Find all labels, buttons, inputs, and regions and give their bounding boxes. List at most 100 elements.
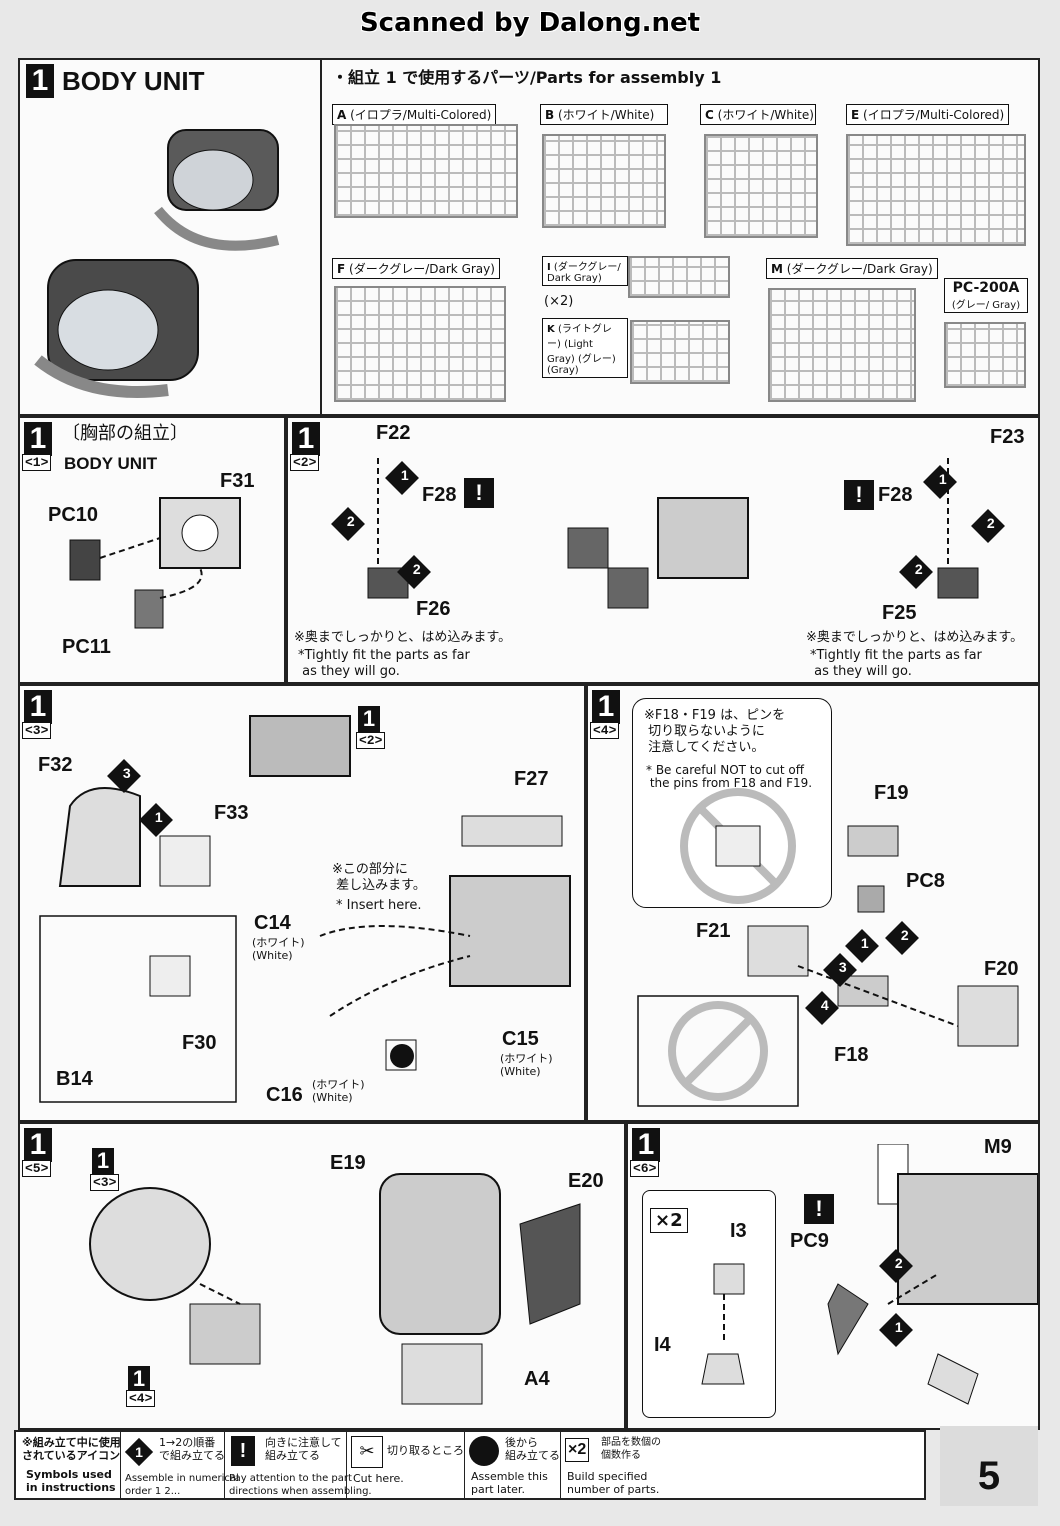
step-2-note-en-right: *Tightly fit the parts as far as they wi… [810, 648, 982, 679]
step-2-note-jp-right: ※奥までしっかりと、はめ込みます。 [806, 630, 1024, 645]
step-4-diagram [637, 788, 1019, 1107]
part-f28-right: F28 [878, 484, 913, 506]
step-1-diagram [69, 497, 241, 629]
step-1-title-jp: 〔胸部の組立〕 [62, 423, 188, 444]
runner-k [630, 320, 730, 384]
part-f28-left: F28 [422, 484, 457, 506]
runner-e-label: E (イロプラ/Multi-Colored) [846, 104, 1010, 125]
step-4-note-en: * Be careful NOT to cut off the pins fro… [646, 763, 813, 790]
step-3-num: 1 [24, 690, 52, 724]
step-4-sub: <4> [590, 722, 620, 739]
step-1: 1 <1> 〔胸部の組立〕 BODY UNIT F31 PC10 PC11 [18, 416, 286, 684]
part-f31: F31 [220, 470, 255, 492]
step-2-num: 1 [292, 422, 320, 456]
part-pc10: PC10 [48, 504, 99, 526]
step-1-title-en: BODY UNIT [64, 454, 158, 473]
attention-icon-pc9: ! [804, 1194, 834, 1224]
step-2-sub: <2> [290, 454, 320, 471]
caution-box [632, 698, 832, 908]
attention-icon-left: ! [464, 478, 494, 508]
runner-e [846, 134, 1026, 246]
ref-step-3-sub: <3> [90, 1174, 120, 1191]
order-icon: 1 [124, 1437, 154, 1467]
part-e19: E19 [330, 1152, 366, 1174]
ref-step-4: 1 [128, 1366, 150, 1392]
step-3-sub: <3> [22, 722, 52, 739]
c16-white: (ホワイト) (White) [312, 1078, 365, 1104]
section-number: 1 [26, 64, 54, 98]
step-2-note-jp-left: ※奥までしっかりと、はめ込みます。 [294, 630, 512, 645]
c14-white: (ホワイト) (White) [252, 936, 305, 962]
runner-pc-label: PC-200A(グレー/ Gray) [944, 278, 1028, 313]
runner-pc [944, 322, 1026, 388]
step-3: 1 <3> F32 F33 F27 F30 B14 C14 (ホワイト) (Wh… [18, 684, 586, 1122]
attention-icon-right: ! [844, 480, 874, 510]
runner-c [704, 134, 818, 238]
runner-a [334, 124, 518, 218]
part-f23: F23 [990, 426, 1025, 448]
runner-m-label: M (ダークグレー/Dark Gray) [766, 258, 938, 279]
step-4: 1 <4> ※F18・F19 は、ピンを 切り取らないように 注意してください。… [586, 684, 1040, 1122]
runner-i [628, 256, 730, 298]
legend-title-jp: ※組み立て中に使用 されているアイコン [22, 1436, 121, 1462]
step-2-diagram [367, 458, 979, 609]
part-f20: F20 [984, 958, 1019, 980]
part-i4: I4 [654, 1334, 671, 1356]
part-f22: F22 [376, 422, 411, 444]
times-two-badge: ×2 [650, 1208, 688, 1233]
part-f19: F19 [874, 782, 909, 804]
later-icon [469, 1436, 499, 1466]
part-m9: M9 [984, 1136, 1012, 1158]
part-c15: C15 [502, 1028, 539, 1050]
runner-a-label: A (イロプラ/Multi-Colored) [332, 104, 497, 125]
runner-b-label: B (ホワイト/White) [540, 104, 668, 125]
part-pc9: PC9 [790, 1230, 829, 1252]
ref-step-4-sub: <4> [126, 1390, 156, 1407]
legend-item-direction: ! 向きに注意して 組み立てる Pay attention to the par… [224, 1432, 372, 1498]
insert-note-jp: ※この部分に 差し込みます。 [332, 862, 426, 893]
parts-header: ・組立 1 で使用するパーツ/Parts for assembly 1 [332, 68, 722, 87]
part-c14: C14 [254, 912, 291, 934]
part-e20: E20 [568, 1170, 604, 1192]
ref-step-3: 1 [92, 1148, 114, 1174]
insert-note-en: * Insert here. [336, 898, 422, 913]
step-3-diagram [39, 715, 571, 1103]
step-2: 1 <2> F22 F28 ! F26 F23 ! F28 F25 ※奥までしっ… [286, 416, 1040, 684]
part-c16: C16 [266, 1084, 303, 1106]
cut-icon: ✂ [351, 1436, 383, 1468]
runner-c-label: C (ホワイト/White) [700, 104, 816, 125]
step-4-note-jp: ※F18・F19 は、ピンを 切り取らないように 注意してください。 [644, 708, 786, 755]
part-f25: F25 [882, 602, 917, 624]
part-pc11: PC11 [62, 636, 111, 658]
icon-legend: ※組み立て中に使用 されているアイコン Symbols used in inst… [14, 1430, 926, 1500]
part-f33: F33 [214, 802, 249, 824]
step-6-diagram [701, 1144, 1038, 1405]
legend-item-cut: ✂ 切り取るところ Cut here. [346, 1432, 465, 1498]
ref-step-2-sub: <2> [356, 732, 386, 749]
part-f26: F26 [416, 598, 451, 620]
legend-item-order: 1 1→2の順番 で組み立てる Assemble in numerical or… [120, 1432, 239, 1498]
runner-f-label: F (ダークグレー/Dark Gray) [332, 258, 500, 279]
step-5-sub: <5> [22, 1160, 52, 1177]
step-4-num: 1 [592, 690, 620, 724]
section-title: BODY UNIT [62, 66, 205, 96]
step-5: 1 <5> 1 <3> 1 <4> E19 E20 A4 [18, 1122, 626, 1430]
step-1-sub: <1> [22, 454, 52, 471]
part-b14: B14 [56, 1068, 93, 1090]
runner-m [768, 288, 916, 402]
part-f30: F30 [182, 1032, 217, 1054]
step-1-num: 1 [24, 422, 52, 456]
legend-item-later: 後から 組み立てる Assemble this part later. [464, 1432, 561, 1498]
part-i3: I3 [730, 1220, 747, 1242]
page-number: 5 [940, 1426, 1038, 1506]
watermark: Scanned by Dalong.net [359, 8, 701, 38]
part-f32: F32 [38, 754, 73, 776]
part-a4: A4 [524, 1368, 550, 1390]
part-f18: F18 [834, 1044, 869, 1066]
step-6-num: 1 [632, 1128, 660, 1162]
runner-b [542, 134, 666, 228]
runner-f [334, 286, 506, 402]
part-f21: F21 [696, 920, 731, 942]
legend-item-count: ×2 部品を数個の 個数作る Build specified number of… [560, 1432, 661, 1498]
c15-white: (ホワイト) (White) [500, 1052, 553, 1078]
